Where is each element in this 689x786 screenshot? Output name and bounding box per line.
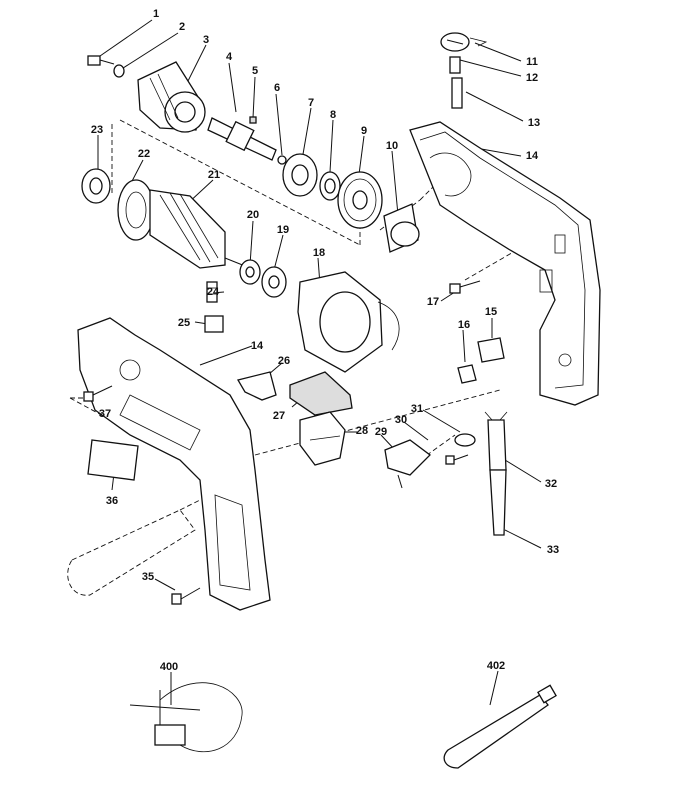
- part-label-14-left: 14: [250, 340, 264, 352]
- brush-part-24: [206, 281, 218, 303]
- part-label-6: 6: [273, 82, 281, 94]
- part-label-5: 5: [251, 65, 259, 77]
- screw-part-30: [445, 454, 469, 465]
- pin-part-12: [449, 56, 461, 74]
- housing-half-part-14-left: [77, 317, 271, 611]
- part-label-28: 28: [355, 425, 369, 437]
- ring-part-8: [319, 171, 341, 201]
- part-label-26: 26: [277, 355, 291, 367]
- switch-body-part-28: [299, 411, 346, 466]
- part-label-32: 32: [544, 478, 558, 490]
- part-label-11: 11: [526, 56, 538, 68]
- part-label-25: 25: [177, 317, 191, 329]
- part-label-22: 22: [137, 148, 151, 160]
- part-label-8: 8: [329, 109, 337, 121]
- part-label-7: 7: [307, 97, 315, 109]
- bracket-part-27: [289, 371, 353, 416]
- depth-rod-part-32: [484, 411, 508, 471]
- part-label-29: 29: [374, 426, 388, 438]
- part-label-13: 13: [527, 117, 541, 129]
- gear-part-9: [337, 171, 383, 229]
- part-label-15: 15: [484, 306, 498, 318]
- plate-part-31: [454, 433, 476, 447]
- part-label-31: 31: [410, 403, 424, 415]
- part-label-402: 402: [486, 660, 506, 672]
- chuck-part-3: [137, 61, 206, 133]
- clamp-part-26: [237, 371, 277, 401]
- label-plate-part-36: [87, 439, 139, 481]
- screw-part-17: [449, 280, 481, 294]
- brush-holder-part-25: [204, 315, 224, 333]
- housing-half-part-14-right: [409, 121, 601, 406]
- block-part-15: [477, 337, 505, 363]
- side-handle-part-402: [443, 684, 557, 769]
- key-part-5: [249, 116, 257, 124]
- clip-part-16: [457, 364, 477, 384]
- part-label-27: 27: [272, 410, 286, 422]
- part-label-21: 21: [207, 169, 221, 181]
- part-label-24: 24: [206, 286, 220, 298]
- side-handle-outline: [67, 499, 201, 596]
- block-part-10: [383, 203, 420, 253]
- part-label-16: 16: [457, 319, 471, 331]
- part-label-18: 18: [312, 247, 326, 259]
- ball-part-6: [277, 155, 287, 165]
- part-label-30: 30: [394, 414, 408, 426]
- armature-part-21: [149, 189, 251, 269]
- switch-part-29: [384, 439, 431, 489]
- bearing-part-7: [282, 153, 318, 197]
- part-label-37: 37: [98, 408, 112, 420]
- washer-part-2: [113, 64, 125, 78]
- bearing-part-20: [239, 259, 261, 285]
- part-label-20: 20: [246, 209, 260, 221]
- part-label-4: 4: [225, 51, 233, 63]
- part-label-400: 400: [159, 661, 179, 673]
- part-label-17: 17: [426, 296, 440, 308]
- part-label-23: 23: [90, 124, 104, 136]
- knob-part-11: [440, 32, 488, 52]
- screw-part-37: [83, 385, 113, 402]
- screw-part-1: [87, 55, 115, 66]
- chuck-key-part-400: [129, 682, 243, 753]
- part-label-1: 1: [152, 8, 160, 20]
- part-label-10: 10: [385, 140, 399, 152]
- fan-part-22: [117, 179, 155, 241]
- rod-part-33: [489, 469, 507, 536]
- field-part-18: [297, 271, 400, 373]
- spindle-part-4: [207, 117, 277, 161]
- part-label-36: 36: [105, 495, 119, 507]
- part-label-35: 35: [141, 571, 155, 583]
- shaft-part-13: [451, 77, 463, 109]
- part-label-9: 9: [360, 125, 368, 137]
- bearing-part-19: [261, 266, 287, 298]
- part-label-33: 33: [546, 544, 560, 556]
- bearing-part-23: [81, 168, 111, 204]
- part-label-14-right: 14: [525, 150, 539, 162]
- screw-part-35: [171, 587, 201, 605]
- part-label-19: 19: [276, 224, 290, 236]
- part-label-3: 3: [202, 34, 210, 46]
- part-label-12: 12: [525, 72, 539, 84]
- part-label-2: 2: [178, 21, 186, 33]
